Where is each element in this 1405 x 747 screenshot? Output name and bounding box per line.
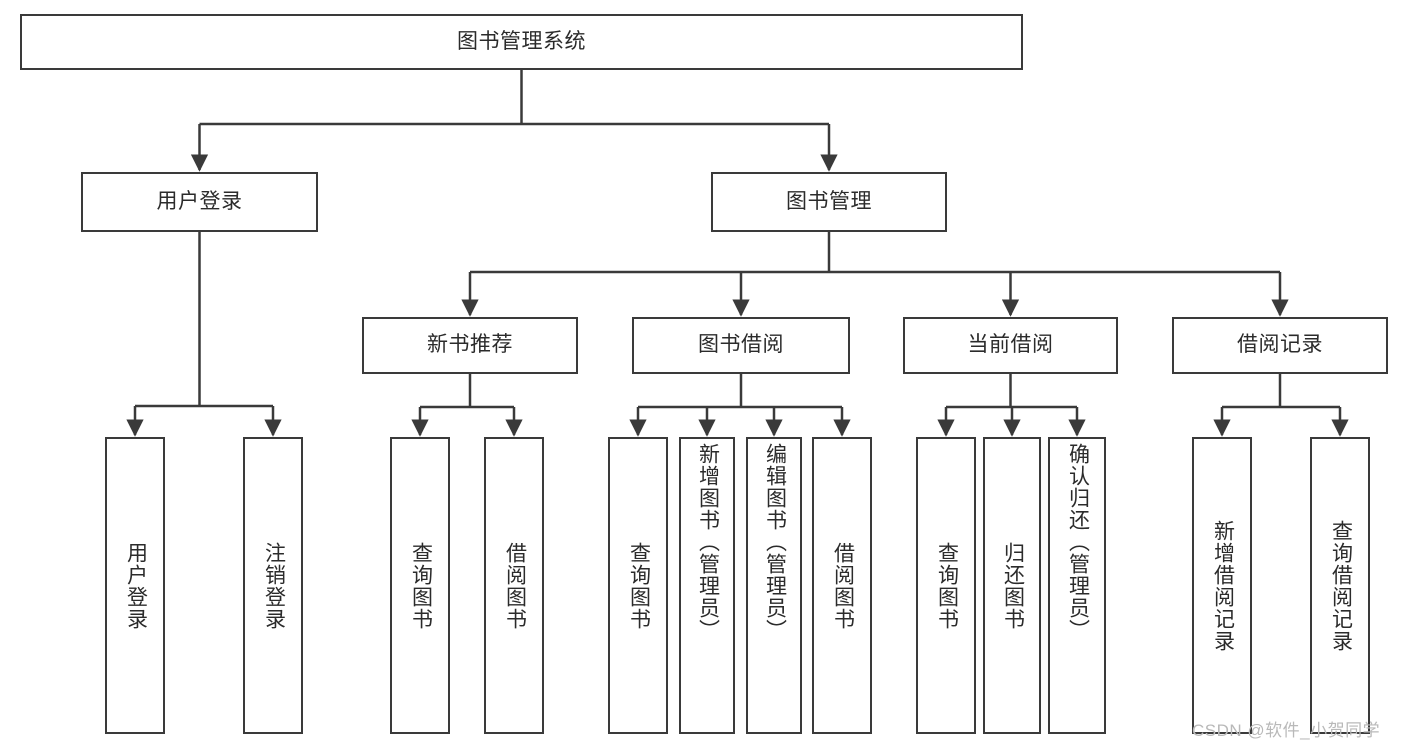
node-label: 用户登录 — [124, 541, 148, 630]
node-label: 图书管理系统 — [457, 29, 586, 53]
node-leaf-borrow-book-1[interactable]: 借阅图书 — [484, 437, 544, 734]
node-label: 查询借阅记录 — [1329, 519, 1353, 652]
node-leaf-user-login[interactable]: 用户登录 — [105, 437, 165, 734]
node-borrow-record[interactable]: 借阅记录 — [1172, 317, 1388, 374]
node-label: 注销登录 — [262, 541, 286, 630]
node-new-book-recommend[interactable]: 新书推荐 — [362, 317, 578, 374]
node-label: 新增借阅记录 — [1211, 519, 1235, 652]
node-label: 新增图书（管理员） — [696, 443, 720, 641]
node-label: 借阅图书 — [503, 541, 527, 630]
node-label: 图书管理 — [786, 189, 872, 213]
node-label: 当前借阅 — [967, 333, 1054, 357]
node-book-management[interactable]: 图书管理 — [711, 172, 947, 232]
node-label: 新书推荐 — [427, 333, 513, 357]
node-user-login[interactable]: 用户登录 — [81, 172, 318, 232]
node-leaf-query-book-1[interactable]: 查询图书 — [390, 437, 450, 734]
node-label: 编辑图书（管理员） — [763, 443, 787, 641]
node-label: 查询图书 — [409, 541, 433, 630]
node-leaf-query-book-3[interactable]: 查询图书 — [916, 437, 976, 734]
node-leaf-query-book-2[interactable]: 查询图书 — [608, 437, 668, 734]
node-book-borrow[interactable]: 图书借阅 — [632, 317, 850, 374]
node-label: 查询图书 — [935, 541, 959, 630]
node-leaf-add-book[interactable]: 新增图书（管理员） — [679, 437, 735, 734]
node-label: 借阅记录 — [1237, 333, 1323, 357]
node-leaf-query-record[interactable]: 查询借阅记录 — [1310, 437, 1370, 734]
node-label: 确认归还（管理员） — [1066, 443, 1090, 641]
node-leaf-edit-book[interactable]: 编辑图书（管理员） — [746, 437, 802, 734]
node-leaf-return-book[interactable]: 归还图书 — [983, 437, 1041, 734]
node-leaf-borrow-book-2[interactable]: 借阅图书 — [812, 437, 872, 734]
node-root[interactable]: 图书管理系统 — [20, 14, 1023, 70]
node-leaf-confirm-return[interactable]: 确认归还（管理员） — [1048, 437, 1106, 734]
node-label: 借阅图书 — [831, 541, 855, 630]
watermark: CSDN @软件_小贺同学 — [1192, 721, 1381, 740]
node-leaf-add-record[interactable]: 新增借阅记录 — [1192, 437, 1252, 734]
node-leaf-user-logout[interactable]: 注销登录 — [243, 437, 303, 734]
node-label: 图书借阅 — [698, 333, 784, 357]
node-current-borrow[interactable]: 当前借阅 — [903, 317, 1118, 374]
node-label: 归还图书 — [1001, 541, 1025, 630]
node-label: 用户登录 — [156, 189, 243, 213]
node-label: 查询图书 — [627, 541, 651, 630]
